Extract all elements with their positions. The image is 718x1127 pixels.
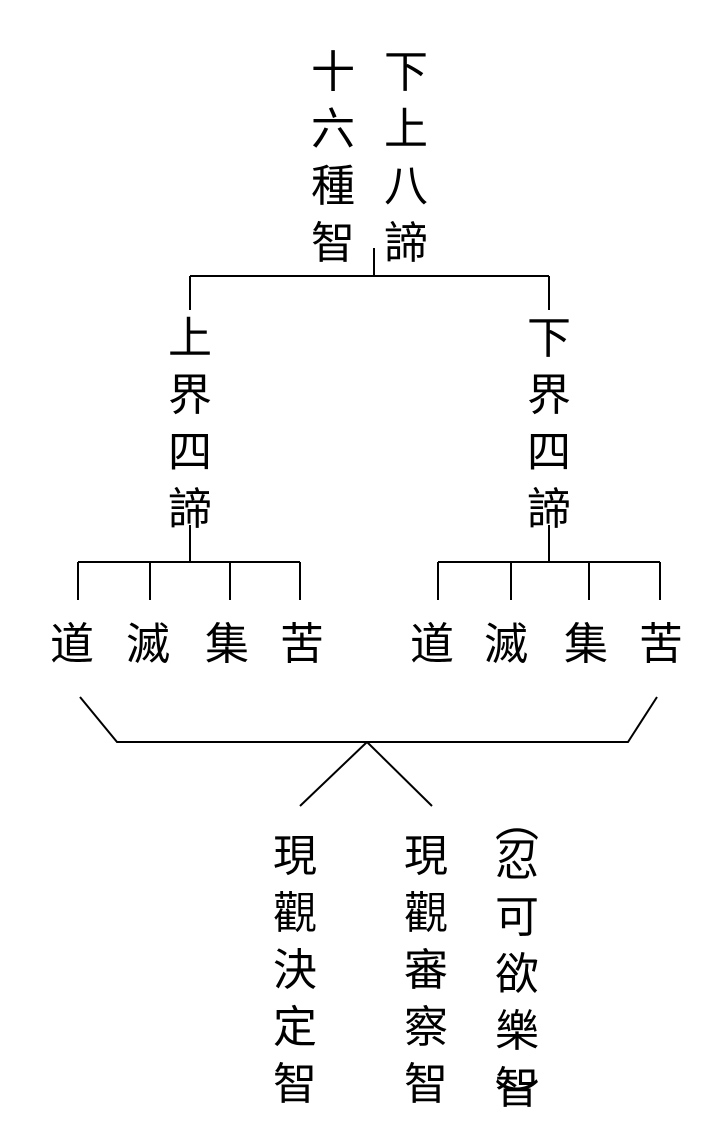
acceptance-open-paren: ︵ [495,796,539,847]
lower-realm-label: 下界四諦 [527,313,571,535]
root-label-col-left: 十六種智 [311,47,355,269]
lower-truth-ji: 集 [564,619,608,670]
lower-truth-mie: 滅 [484,619,528,670]
upper-realm-label: 上界四諦 [168,313,212,535]
upper-truth-mie: 滅 [126,619,170,670]
root-label-col-right: 下上八諦 [384,47,428,269]
upper-truth-ku: 苦 [280,619,324,670]
wisdom-acceptance-label: 忍可欲樂智 [495,835,539,1114]
lower-truth-ku: 苦 [639,619,683,670]
wisdom-split-right [366,741,433,807]
wisdom-split-left [299,741,368,807]
upper-truth-dao: 道 [50,619,94,670]
wisdom-examination-label: 現觀審察智 [404,831,448,1110]
upper-truth-ji: 集 [205,619,249,670]
acceptance-close-paren: ︶ [495,1076,539,1127]
lower-truth-dao: 道 [410,619,454,670]
gathering-bracket [79,696,658,743]
wisdom-decision-label: 現觀決定智 [273,831,317,1110]
